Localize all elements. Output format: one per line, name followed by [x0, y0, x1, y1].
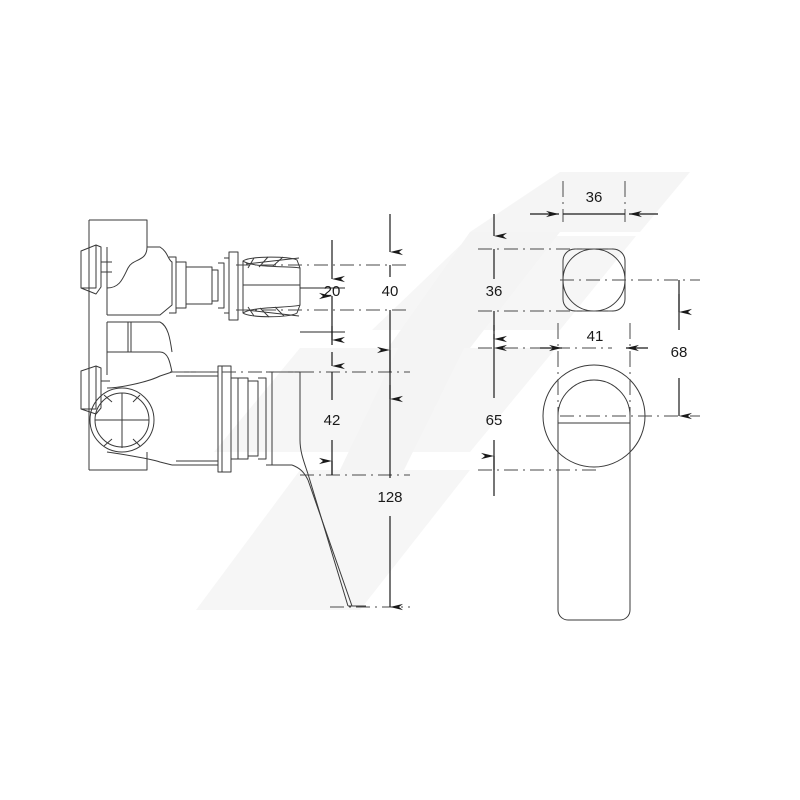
lever-shaft — [557, 416, 631, 621]
dimension-40-label: 40 — [382, 283, 399, 300]
front-view-vertical-centerlines — [557, 181, 631, 420]
dimension-65-label: 65 — [486, 412, 503, 429]
dimension-20-label: 20 — [324, 283, 341, 300]
lever-head-arc — [557, 379, 631, 417]
dimension-68-label: 68 — [671, 344, 688, 361]
lever-front-view — [557, 379, 631, 621]
dimension-128-label: 128 — [377, 489, 402, 506]
dimension-42-label: 42 — [324, 412, 341, 429]
dimension-41-label: 41 — [587, 328, 604, 345]
valve-body-side-view — [80, 219, 366, 607]
front-view-reference-lines — [478, 248, 700, 471]
dimension-36-vertical-label: 36 — [486, 283, 503, 300]
side-view-reference-lines-solid — [300, 287, 345, 333]
dimension-36-horizontal-label: 36 — [586, 189, 603, 206]
side-view-reference-lines — [170, 264, 410, 608]
watermark-logo — [196, 172, 690, 610]
